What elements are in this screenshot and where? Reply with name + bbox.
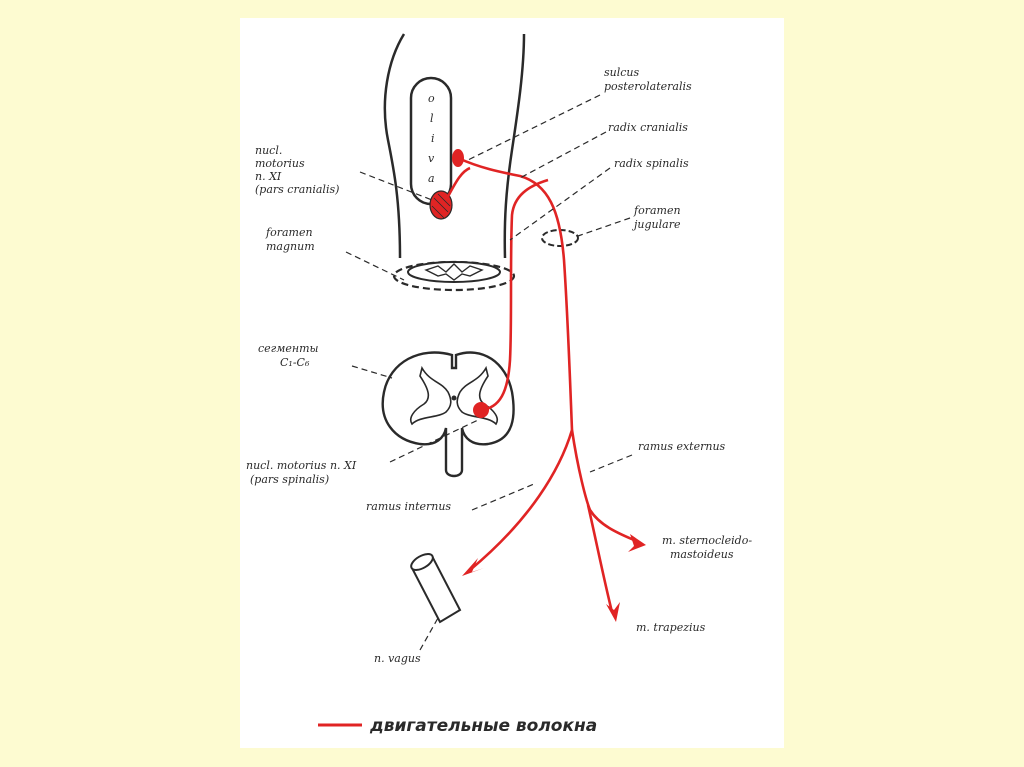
central-canal [451,395,457,401]
label-foramen-magnum: foramen [265,226,313,239]
oliva-letter: l [430,112,434,125]
radix-spinalis-fiber [480,178,549,412]
legend-text: двигательные волокна [369,716,597,736]
ramus-internus-fiber [469,429,574,571]
medulla-outline [383,33,406,259]
medulla-outline-right [503,33,526,259]
label-foramen-jugulare: foramen [633,204,681,217]
ramus-externus-fiber [570,429,635,542]
motor-fibers [444,156,635,613]
cord-section-grey [424,263,484,281]
diagram-card [240,18,784,748]
label-sulcus: sulcus [604,66,639,79]
fiber-arrowheads [462,534,646,622]
label-vagus: n. vagus [374,652,421,665]
radix-cranialis-fiber [457,156,574,431]
arrow-sternocleido [628,534,646,552]
label-sulcus: posterolateralis [604,80,692,93]
label-sternocleido: mastoideus [670,548,734,561]
label-sternocleido: m. sternocleido- [662,534,752,547]
label-segments: C₁-C₆ [280,356,310,369]
vagus-nerve-cylinder [410,553,462,624]
label-nucl-spinal: (pars spinalis) [250,473,329,486]
leader-lines [345,94,633,651]
cord-section-top [407,261,501,283]
label-ramus-externus: ramus externus [638,440,726,453]
trapezius-fiber [586,504,614,613]
oliva-letter: i [431,132,435,145]
label-segments: сегменты [258,342,319,355]
label-radix-cranialis: radix cranialis [608,121,688,134]
label-nucl-cranial: n. XI [255,170,282,183]
label-nucl-cranial: nucl. [255,144,282,157]
label-foramen-magnum: magnum [266,240,315,253]
spinal-cord-section [381,351,515,478]
cranial-nucleus-fiber [444,166,471,201]
nucleus-cranial-hatch [431,193,451,219]
oliva-letter: o [428,92,435,105]
arrow-vagus [462,558,484,576]
label-nucl-cranial: (pars cranialis) [255,183,339,196]
oliva-letter: v [428,152,435,165]
label-ramus-internus: ramus internus [366,500,451,513]
oliva-letter: a [428,172,435,185]
label-nucl-cranial: motorius [255,157,305,170]
arrow-trapezius [606,602,620,622]
label-radix-spinalis: radix spinalis [614,157,689,170]
label-trapezius: m. trapezius [636,621,706,634]
label-nucl-spinal: nucl. motorius n. XI [246,459,357,472]
label-foramen-jugulare: jugulare [631,218,681,231]
